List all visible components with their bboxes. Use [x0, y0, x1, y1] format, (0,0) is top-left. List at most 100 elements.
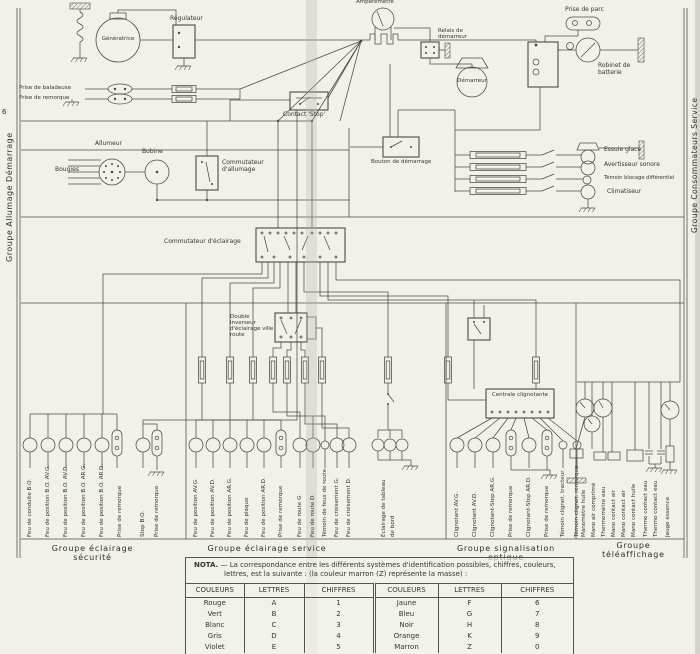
generator-label: Génératrice [101, 36, 135, 42]
table-cell: D [243, 630, 304, 642]
table-cell: Vert [207, 610, 222, 619]
g3-label: Clignotant-Stop AR.G. [490, 476, 496, 537]
table-cell: Orange [372, 630, 438, 642]
g4-label: Manomètre huile [581, 489, 587, 537]
service-consumers-circuit [455, 140, 645, 213]
g3-label: Prise de remorque [544, 485, 550, 537]
table-cell: 5 [303, 641, 374, 653]
g1-label: Prise de remorque [154, 485, 160, 537]
inspection-lamp-socket [107, 83, 133, 95]
inspection-lamp-socket-label: Prise de baladeuse [19, 85, 72, 91]
hvac-symbol [580, 184, 596, 200]
page-margin-note: 6 [2, 108, 7, 116]
table-row: Gris D 4 Orange K 9 [186, 630, 573, 642]
nota-line1: — La correspondance entre les différents… [220, 561, 556, 569]
g4-label: Mano contact air [621, 490, 627, 537]
ammeter-label: Ampèremètre [356, 0, 394, 5]
table-cell: Blanc [205, 621, 225, 630]
table-cell: 0 [500, 641, 573, 653]
dip-switch-circuit [272, 312, 323, 357]
g4-label: Thermo contact eau [643, 480, 649, 537]
table-cell: 3 [303, 619, 374, 631]
table-cell: 1 [303, 597, 374, 609]
lighting-switch-label: Commutateur d'éclairage [164, 238, 241, 245]
table-row: Blanc C 3 Noir H 8 [186, 619, 573, 631]
horn-label: Avertisseur sonore [604, 161, 660, 168]
flasher-unit-symbol [485, 388, 555, 419]
table-cell: Jaune [372, 597, 438, 609]
regulator-label: Régulateur [170, 15, 203, 22]
horn-symbol [580, 160, 596, 176]
flasher-unit-label: Centrale clignotante [491, 392, 549, 398]
g3-label: Prise de remorque [508, 485, 514, 537]
socket-circuit [62, 40, 362, 107]
table-cell: 9 [500, 630, 573, 642]
ammeter-symbol [371, 7, 395, 31]
ignition-switch-symbol [195, 155, 219, 191]
g2-label: Feu de route D. [310, 493, 316, 537]
generator-circuit [69, 2, 367, 71]
battery-tap-label: Robinet de batterie [598, 62, 631, 76]
g1-label: Feu de position B.O. AV.D. [63, 464, 69, 537]
park-socket-label: Prise de parc [565, 6, 604, 13]
distributor-label: Allumeur [95, 140, 123, 147]
g1-label: Stop B.O. [140, 510, 146, 537]
dashboard-lighting [371, 383, 419, 471]
g4-label: Mano air comprimé [591, 482, 597, 537]
g2-label: Feu de position AR.G. [227, 477, 233, 537]
start-button-label: Bouton de démarrage [371, 159, 432, 165]
col-header: CHIFFRES [500, 582, 573, 598]
g1-label: Prise de remorque [117, 485, 123, 537]
g3-label: Témoin clignot. remorque [574, 465, 580, 537]
signalling-circuit [447, 300, 582, 480]
regulator-symbol [172, 24, 196, 59]
table-cell: Rouge [203, 599, 226, 608]
table-cell: F [437, 597, 501, 609]
g4-label: Thermomètre eau [601, 486, 607, 537]
g1-label: Feu de position B.O. AR.G. [81, 463, 87, 537]
group2-title: Groupe éclairage service [207, 544, 327, 553]
col-header: LETTRES [243, 582, 304, 598]
table-cell: A [243, 597, 304, 609]
table-cell: Violet [204, 643, 225, 652]
table-cell: G [437, 608, 501, 620]
table-header-row: COULEURS LETTRES CHIFFRES COULEURS LETTR… [186, 582, 573, 598]
table-cell: K [437, 630, 501, 642]
diff-lock-telltale-label: Témoin blocage différentiel [604, 175, 675, 181]
park-socket-symbol [565, 16, 601, 31]
table-cell: H [437, 619, 501, 631]
diff-lock-telltale-symbol [582, 175, 592, 185]
table-cell: Z [437, 641, 501, 653]
safety-lighting-lamps [22, 413, 165, 477]
group1-title: Groupe éclairage sécurité [51, 544, 134, 562]
g2-label: Feu de plaque [244, 497, 250, 537]
wiper-label: Essuie glace [604, 146, 642, 153]
starter-battery-circuit [359, 7, 645, 192]
g1-label: Feu de position B.O. AV.G. [45, 464, 51, 537]
g2-label: Feu de croisement D. [346, 477, 352, 537]
table-row: Rouge A 1 Jaune F 6 [186, 597, 573, 609]
nota-box: NOTA. — La correspondance entre les diff… [185, 557, 574, 654]
nota-text: NOTA. — La correspondance entre les diff… [186, 558, 573, 581]
starter-relay-label: Relais de démarreur [438, 28, 468, 41]
g1-label: Feu de conduite B.O. [27, 478, 33, 537]
g2-label: Feu de croisement G. [334, 477, 340, 537]
start-button-symbol [382, 136, 420, 158]
table-cell: 7 [500, 608, 573, 620]
spark-plugs-label: Bougies [55, 166, 79, 173]
right-group-label: Groupe Consommateurs Service [690, 97, 699, 233]
g3-label: Clignotant-Stop AR.D. [526, 476, 532, 537]
dip-switch-label: Double inverseur d'éclairage ville route [230, 314, 274, 339]
starter-label: Démarreur [457, 78, 487, 84]
g1-label: Feu de position B.O. AR.D. [99, 463, 105, 537]
col-header: CHIFFRES [303, 582, 374, 598]
g4-label: Thermo contact eau [653, 480, 659, 537]
service-lighting-lamps [188, 383, 357, 468]
g2-label: Feu de position AV.D. [210, 478, 216, 537]
table-cell: C [243, 619, 304, 631]
lighting-switch-circuit [102, 227, 681, 414]
coil-label: Bobine [142, 148, 163, 155]
ignition-circuit [68, 155, 350, 202]
